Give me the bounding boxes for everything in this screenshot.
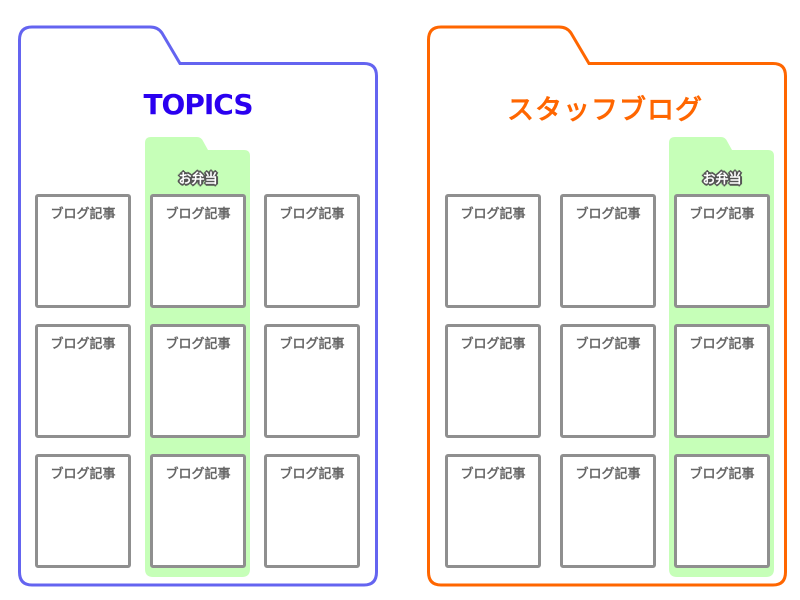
blog-card[interactable]: ブログ記事 xyxy=(264,454,360,568)
blog-card-label: ブログ記事 xyxy=(460,207,526,222)
blog-card-label: ブログ記事 xyxy=(689,207,755,222)
blog-card[interactable]: ブログ記事 xyxy=(150,194,246,308)
blog-card-label: ブログ記事 xyxy=(575,207,641,222)
blog-card[interactable]: ブログ記事 xyxy=(674,454,770,568)
blog-card-label: ブログ記事 xyxy=(689,467,755,482)
blog-card[interactable]: ブログ記事 xyxy=(560,194,656,308)
blog-card[interactable]: ブログ記事 xyxy=(445,454,541,568)
blog-card-label: ブログ記事 xyxy=(575,467,641,482)
blog-card[interactable]: ブログ記事 xyxy=(264,324,360,438)
blog-card[interactable]: ブログ記事 xyxy=(445,194,541,308)
blog-card-label: ブログ記事 xyxy=(50,207,116,222)
folder-topics: TOPICS お弁当 ブログ記事 ブログ記事 ブログ記事 ブログ記事 ブログ記事… xyxy=(18,25,378,587)
blog-card[interactable]: ブログ記事 xyxy=(264,194,360,308)
blog-card-label: ブログ記事 xyxy=(575,337,641,352)
folder-title-topics: TOPICS xyxy=(143,88,253,121)
folder-title-staff-blog: スタッフブログ xyxy=(507,95,703,126)
blog-card[interactable]: ブログ記事 xyxy=(674,194,770,308)
blog-card[interactable]: ブログ記事 xyxy=(35,454,131,568)
blog-card[interactable]: ブログ記事 xyxy=(560,324,656,438)
blog-card[interactable]: ブログ記事 xyxy=(35,194,131,308)
blog-card-label: ブログ記事 xyxy=(165,207,231,222)
folder-staff-blog: スタッフブログ お弁当 ブログ記事 ブログ記事 ブログ記事 ブログ記事 ブログ記… xyxy=(410,0,800,600)
blog-card-label: ブログ記事 xyxy=(50,467,116,482)
blog-card-label: ブログ記事 xyxy=(689,337,755,352)
blog-card-label: ブログ記事 xyxy=(460,467,526,482)
blog-card-label: ブログ記事 xyxy=(279,207,345,222)
blog-card[interactable]: ブログ記事 xyxy=(150,454,246,568)
blog-card-label: ブログ記事 xyxy=(50,337,116,352)
blog-card[interactable]: ブログ記事 xyxy=(35,324,131,438)
blog-card[interactable]: ブログ記事 xyxy=(560,454,656,568)
panel-label-bento: お弁当 xyxy=(178,172,218,187)
blog-card-label: ブログ記事 xyxy=(165,467,231,482)
blog-card-label: ブログ記事 xyxy=(279,467,345,482)
blog-card-label: ブログ記事 xyxy=(460,337,526,352)
blog-card[interactable]: ブログ記事 xyxy=(674,324,770,438)
blog-card[interactable]: ブログ記事 xyxy=(445,324,541,438)
blog-card[interactable]: ブログ記事 xyxy=(150,324,246,438)
blog-card-label: ブログ記事 xyxy=(165,337,231,352)
blog-card-label: ブログ記事 xyxy=(279,337,345,352)
panel-label-bento: お弁当 xyxy=(702,172,742,187)
